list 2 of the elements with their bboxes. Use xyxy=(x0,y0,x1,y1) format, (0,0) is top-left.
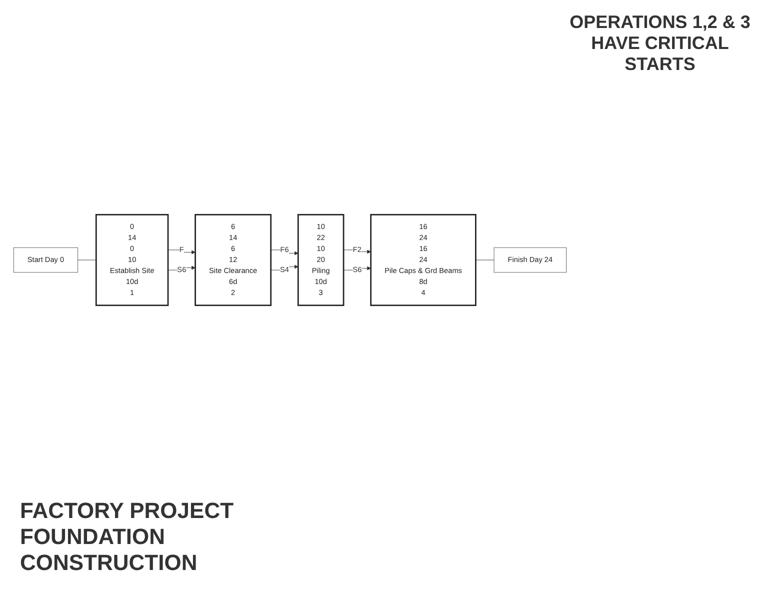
diagram-title: FACTORY PROJECT FOUNDATION CONSTRUCTION xyxy=(20,498,235,576)
note-text: OPERATIONS 1,2 & 3 HAVE CRITICAL STARTS xyxy=(568,12,752,75)
